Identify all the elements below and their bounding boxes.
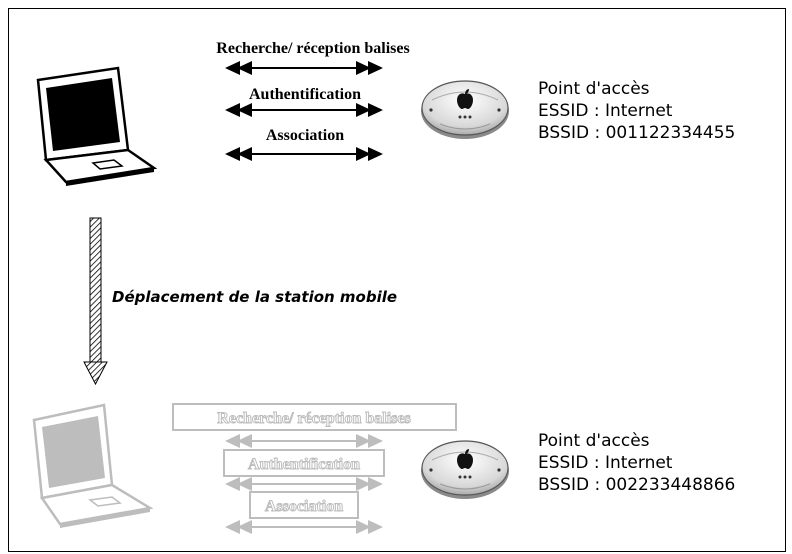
step-box-authentication xyxy=(223,449,385,477)
airport-base-station-icon xyxy=(421,80,509,139)
airport-base-station-icon xyxy=(421,440,509,499)
step-label-beacon: Recherche/ réception balises xyxy=(216,40,409,57)
step-label-authentication: Authentification xyxy=(249,86,361,103)
step-box-beacon xyxy=(172,403,457,431)
apple-logo-icon xyxy=(457,449,473,469)
movement-arrow xyxy=(83,217,108,386)
double-arrow-beacon xyxy=(225,61,383,75)
step-label-association: Association xyxy=(266,127,344,144)
laptop-faded-icon xyxy=(32,403,154,528)
movement-label: Déplacement de la station mobile xyxy=(112,288,398,306)
double-arrow-association xyxy=(225,147,383,161)
access-point-essid: ESSID : Internet xyxy=(538,101,673,121)
access-point-info-bottom: Point d'accès ESSID : Internet BSSID : 0… xyxy=(538,430,735,496)
access-point-bssid: BSSID : 001122334455 xyxy=(538,123,736,143)
access-point-title: Point d'accès xyxy=(538,79,650,99)
step-label-faded-beacon: Recherche/ réception balises xyxy=(217,410,410,427)
access-point-info-top: Point d'accès ESSID : Internet BSSID : 0… xyxy=(538,78,735,144)
step-label-faded-authentication: Authentification xyxy=(248,456,360,473)
step-label-faded-association: Association xyxy=(265,498,343,515)
double-arrow-faded-authentication xyxy=(225,477,383,491)
step-box-association xyxy=(249,491,359,519)
double-arrow-authentication xyxy=(225,103,383,117)
double-arrow-faded-beacon xyxy=(225,434,383,448)
diagram-frame xyxy=(8,8,786,552)
access-point-essid: ESSID : Internet xyxy=(538,453,673,473)
apple-logo-icon xyxy=(457,89,473,109)
access-point-bssid: BSSID : 002233448866 xyxy=(538,475,736,495)
double-arrow-faded-association xyxy=(225,520,383,534)
access-point-title: Point d'accès xyxy=(538,431,650,451)
laptop-icon xyxy=(36,66,158,186)
